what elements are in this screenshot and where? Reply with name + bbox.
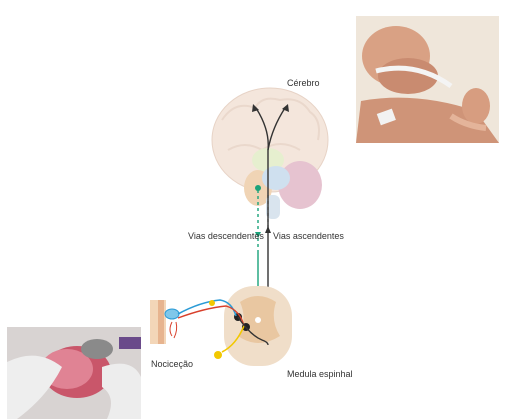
label-descending-pathways: Vias descendentes (188, 231, 264, 241)
label-ascending-pathways: Vias ascendentes (273, 231, 344, 241)
spinal-cord-illustration (224, 286, 292, 366)
heel-prick-photo-drawing (7, 327, 141, 419)
ganglion-dot (209, 300, 215, 306)
label-spinal-cord: Medula espinhal (287, 369, 353, 379)
ascending-pathway (252, 104, 289, 345)
arrowhead-ascending-right (282, 104, 289, 112)
infant-photo-drawing (356, 16, 499, 143)
label-brain: Cérebro (287, 78, 320, 88)
arrowhead-descending (255, 232, 261, 238)
skin-illustration (150, 300, 180, 344)
brain-illustration (211, 87, 329, 219)
arrowhead-ascending-mid (265, 226, 271, 233)
descending-origin-dot (255, 185, 261, 191)
arrowhead-ascending-left (252, 104, 259, 112)
photo-heel-prick-gloved-hands (7, 327, 141, 419)
effector-dot (214, 351, 222, 359)
photo-premature-infant (356, 16, 499, 143)
peripheral-nerves (177, 299, 269, 359)
label-nociception: Nociceção (151, 359, 194, 369)
